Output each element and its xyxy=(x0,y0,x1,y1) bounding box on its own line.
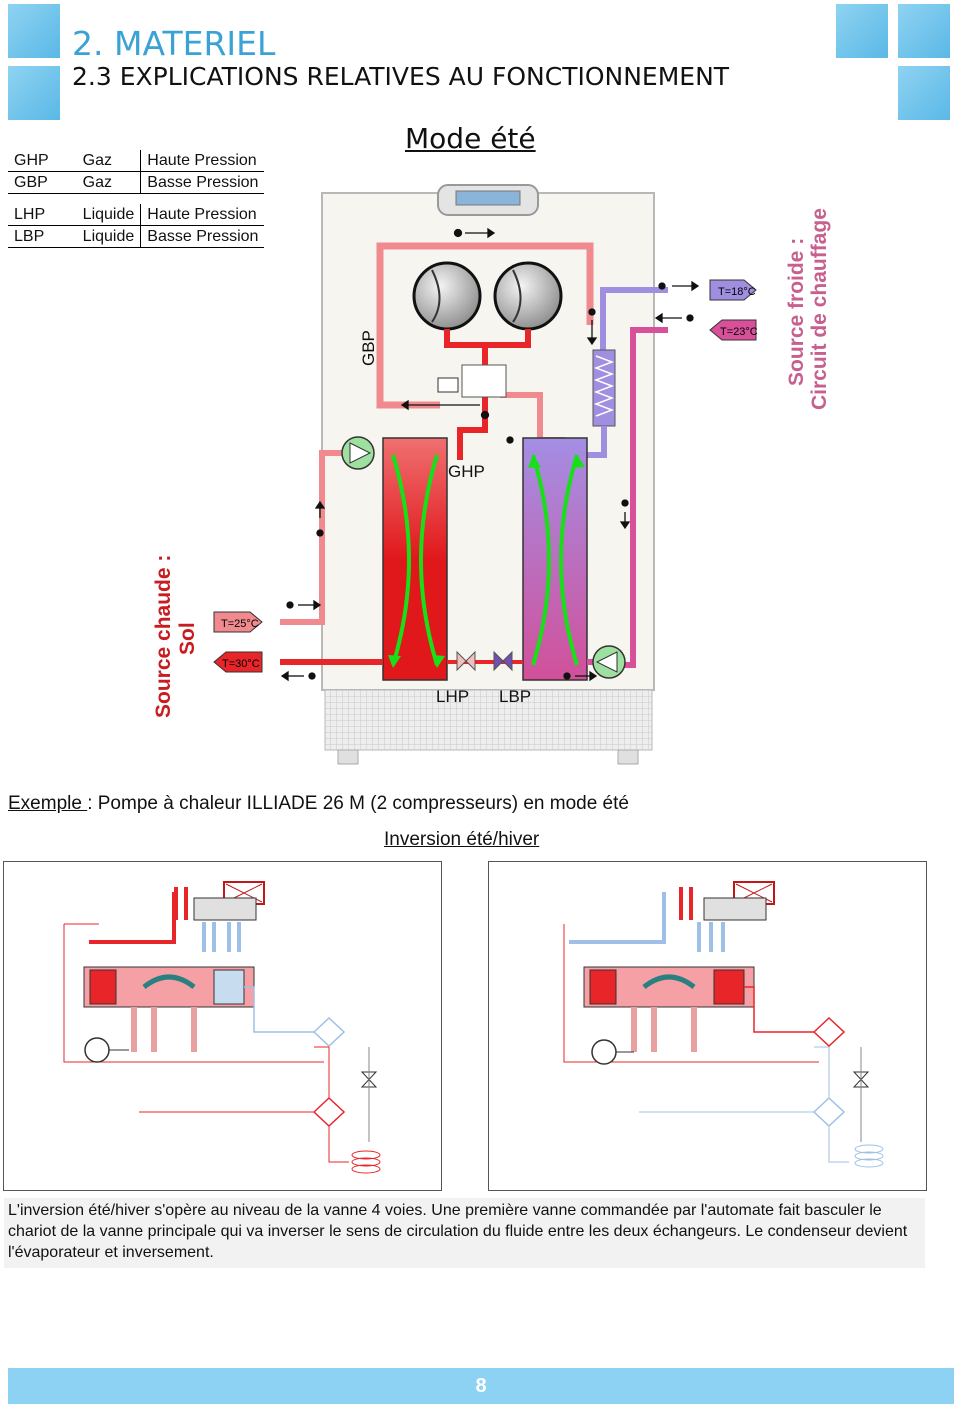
cabinet-base xyxy=(324,689,653,751)
label-gbp: GBP xyxy=(359,330,378,366)
legend-row: GBP Gaz Basse Pression xyxy=(8,171,265,194)
legend-row: LBP Liquide Basse Pression xyxy=(8,225,265,248)
legend-row: GHP Gaz Haute Pression xyxy=(8,150,265,172)
inversion-description: L'inversion été/hiver s'opère au niveau … xyxy=(4,1198,925,1268)
legend-state: Liquide xyxy=(54,204,141,226)
four-way-valve xyxy=(461,364,507,398)
flow-indicators xyxy=(280,227,700,682)
expansion-valve xyxy=(456,650,476,672)
example-label: Exemple xyxy=(8,793,88,814)
legend-pressure: Basse Pression xyxy=(140,225,265,248)
page-number: 8 xyxy=(475,1375,487,1397)
legend-state: Gaz xyxy=(54,171,141,194)
pipe-cold-in xyxy=(600,287,668,350)
pipe-ground-out xyxy=(280,450,345,625)
section-title: 2. MATERIEL xyxy=(72,24,276,63)
temp-flag-23 xyxy=(709,319,757,341)
page-footer: 8 xyxy=(8,1368,954,1404)
legend-table: GHP Gaz Haute Pression GBP Gaz Basse Pre… xyxy=(8,150,265,248)
cabinet-foot xyxy=(337,749,359,765)
decor-square xyxy=(898,66,950,120)
temp-flag-30 xyxy=(213,651,263,673)
temp-label-18: T=18°C xyxy=(718,286,756,298)
label-lbp: LBP xyxy=(499,687,531,706)
expansion-valve xyxy=(493,650,513,672)
temp-label-23: T=23°C xyxy=(720,326,758,338)
legend-pressure: Haute Pression xyxy=(140,204,265,226)
inversion-panel-summer xyxy=(3,861,442,1191)
decor-square xyxy=(836,4,888,58)
temp-flag-18 xyxy=(709,279,757,301)
source-froide-sublabel: Circuit de chauffage xyxy=(808,208,831,410)
legend-state: Liquide xyxy=(54,225,141,248)
four-way-valve-diagram xyxy=(563,881,884,1168)
legend-code: LHP xyxy=(8,204,55,226)
decor-square xyxy=(898,4,950,58)
source-chaude-label: Source chaude : xyxy=(152,555,175,718)
compressor xyxy=(412,261,482,331)
legend-code: GBP xyxy=(8,171,55,194)
diagram-title: Mode été xyxy=(405,122,536,155)
inversion-panel-winter xyxy=(488,861,927,1191)
valve-coil xyxy=(437,377,459,393)
pipe-gbp xyxy=(376,242,594,409)
legend-pressure: Haute Pression xyxy=(140,150,265,172)
cabinet-foot xyxy=(617,749,639,765)
example-text: : Pompe à chaleur ILLIADE 26 M (2 compre… xyxy=(87,793,629,814)
legend-code: LBP xyxy=(8,225,55,248)
legend-state: Gaz xyxy=(54,150,141,172)
legend-pressure: Basse Pression xyxy=(140,171,265,194)
example-caption: Exemple : Pompe à chaleur ILLIADE 26 M (… xyxy=(8,793,629,815)
decor-square xyxy=(8,4,60,58)
temp-flag-25 xyxy=(213,611,263,633)
four-way-valve-diagram xyxy=(63,881,381,1174)
heat-pump-diagram: T=18°C T=23°C T=25°C T=30°C GBP GHP LHP … xyxy=(152,184,831,765)
pipe-cold-out xyxy=(618,327,668,668)
evaporator-exchanger xyxy=(522,437,588,681)
legend-code: GHP xyxy=(8,150,55,172)
condenser-exchanger xyxy=(382,437,448,681)
source-froide-label: Source froide : xyxy=(785,238,808,386)
compressor xyxy=(493,261,563,331)
section-subtitle: 2.3 EXPLICATIONS RELATIVES AU FONCTIONNE… xyxy=(72,62,730,91)
temp-label-25: T=25°C xyxy=(221,618,259,630)
label-lhp: LHP xyxy=(436,687,469,706)
label-ghp: GHP xyxy=(448,462,485,481)
source-chaude-sublabel: Sol xyxy=(176,622,199,655)
decor-square xyxy=(8,66,60,120)
legend-row: LHP Liquide Haute Pression xyxy=(8,204,265,226)
temp-label-30: T=30°C xyxy=(222,658,260,670)
control-screen xyxy=(455,190,521,206)
inversion-title: Inversion été/hiver xyxy=(384,829,540,850)
